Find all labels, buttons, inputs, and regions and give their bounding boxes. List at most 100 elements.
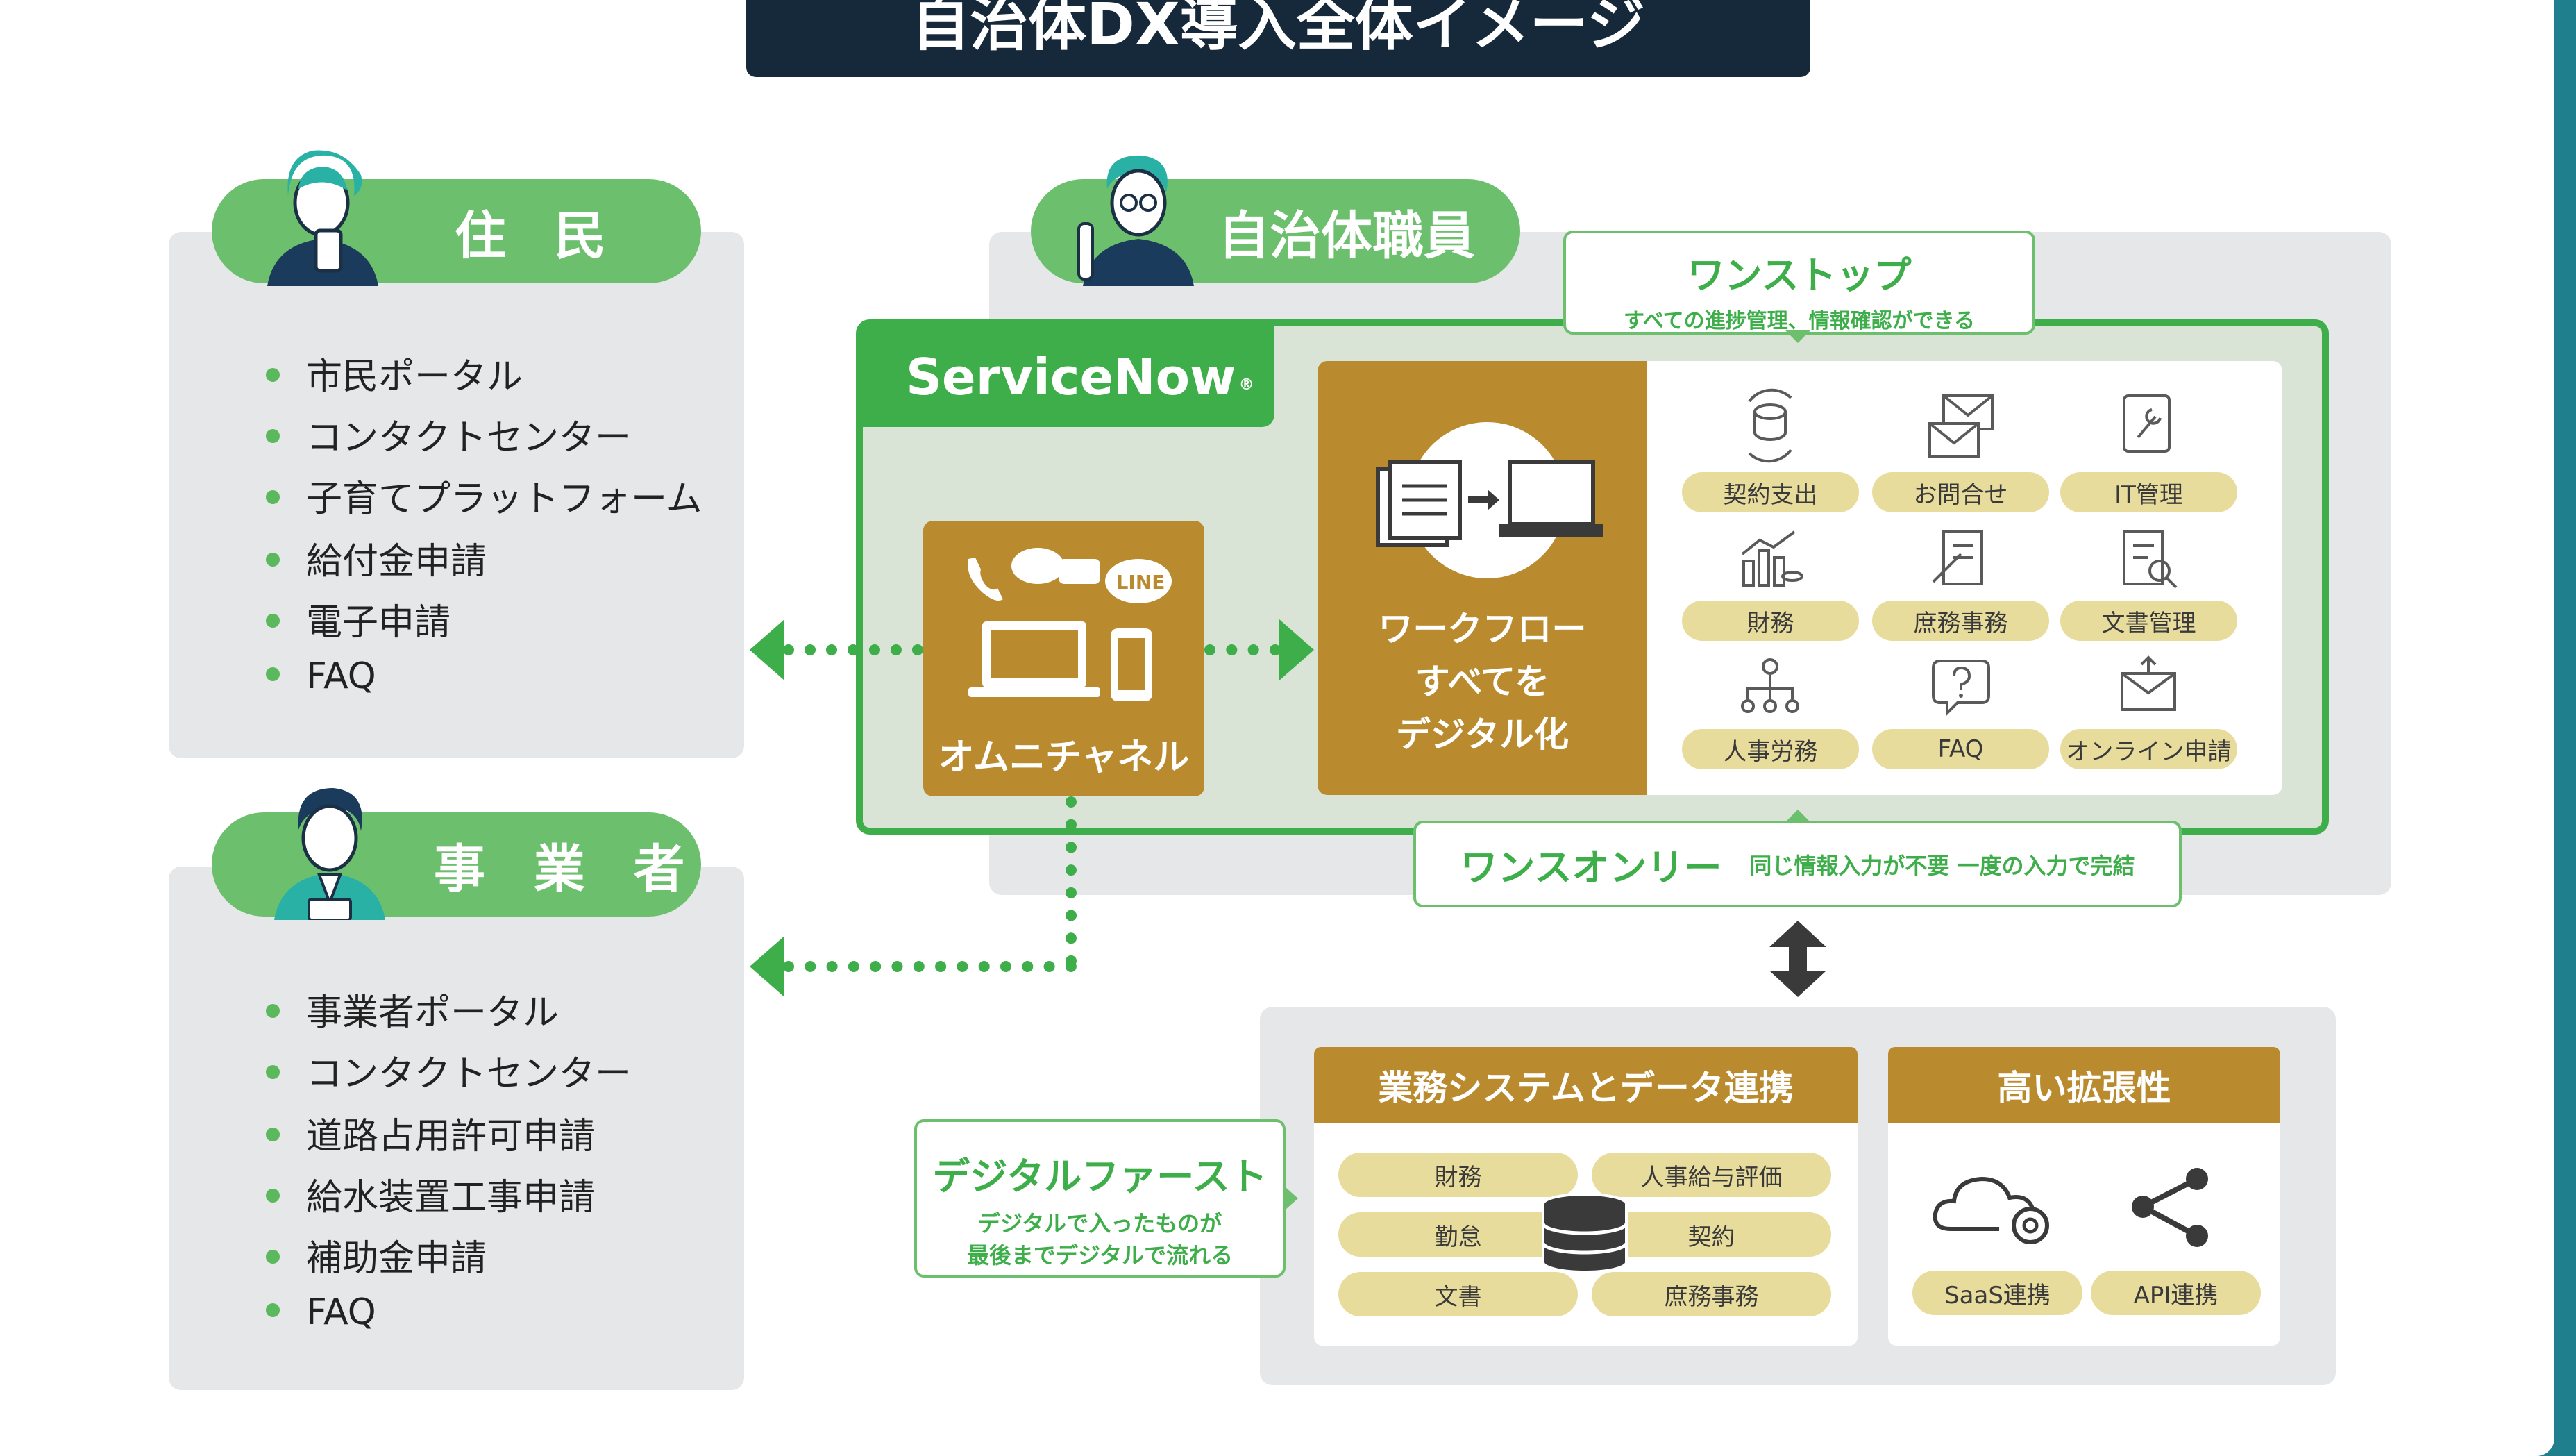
- once-only-subtitle: 同じ情報入力が不要 一度の入力で完結: [1749, 852, 2135, 879]
- list-item[interactable]: FAQ: [266, 1291, 376, 1333]
- servicenow-reg-mark: ®: [1238, 376, 1254, 394]
- integration-tag[interactable]: 人事給与評価: [1592, 1153, 1831, 1197]
- list-item-label: 補助金申請: [306, 1238, 487, 1280]
- share-api-icon: [2132, 1168, 2208, 1247]
- digital-first-callout: デジタルファースト デジタルで入ったものが 最後までデジタルで流れる: [914, 1119, 1286, 1278]
- once-only-title: ワンスオンリー: [1460, 846, 1722, 889]
- list-item-label: 子育てプラットフォーム: [306, 478, 702, 520]
- hr-org-chart-icon: [1741, 658, 1799, 713]
- digital-first-line-2: 最後までデジタルで流れる: [966, 1242, 1234, 1269]
- bullet-icon: [266, 1303, 280, 1317]
- integration-tag[interactable]: 文書: [1338, 1272, 1578, 1316]
- arrow-head-left-icon: [750, 936, 784, 997]
- faq-question-icon: [1932, 660, 1990, 717]
- bullet-icon: [266, 614, 280, 628]
- it-management-icon: [2123, 394, 2171, 453]
- omni-channel-label: オムニチャネル: [938, 737, 1190, 778]
- service-tag[interactable]: 契約支出: [1682, 472, 1859, 512]
- line-badge: LINE: [1116, 571, 1165, 594]
- residents-list: 市民ポータル コンタクトセンター 子育てプラットフォーム 給付金申請 電子申請 …: [266, 347, 717, 708]
- diagram-title: 自治体DX導入全体イメージ: [746, 0, 1810, 77]
- list-item[interactable]: コンタクトセンター: [266, 408, 631, 460]
- service-tag[interactable]: FAQ: [1872, 729, 2049, 769]
- extensibility-tag[interactable]: API連携: [2091, 1271, 2261, 1315]
- workflow-text: ワークフロー すべてを デジタル化: [1318, 603, 1647, 761]
- integration-tag[interactable]: 財務: [1338, 1153, 1578, 1197]
- integration-tag[interactable]: 庶務事務: [1592, 1272, 1831, 1316]
- list-item[interactable]: 子育てプラットフォーム: [266, 469, 702, 521]
- bullet-icon: [266, 1189, 280, 1203]
- integration-tag[interactable]: 勤怠: [1338, 1212, 1578, 1257]
- list-item-label: 市民ポータル: [306, 356, 523, 398]
- once-only-callout-pointer: [1785, 810, 1810, 822]
- general-affairs-icon: [1932, 530, 1983, 585]
- bullet-icon: [266, 667, 280, 681]
- connector-omni-to-workflow: [1204, 644, 1281, 655]
- servicenow-logo: ServiceNow: [906, 347, 1236, 406]
- bullet-icon: [266, 1250, 280, 1264]
- resident-person-icon: [267, 150, 378, 286]
- list-item[interactable]: 給水装置工事申請: [266, 1168, 595, 1220]
- integration-tag[interactable]: 契約: [1592, 1212, 1831, 1257]
- integration-header: 業務システムとデータ連携: [1314, 1047, 1858, 1123]
- bullet-icon: [266, 1004, 280, 1018]
- staff-label: 自治体職員: [1218, 206, 1475, 266]
- arrow-head-right-icon: [1279, 619, 1314, 680]
- digital-first-line-1: デジタルで入ったものが: [977, 1210, 1222, 1237]
- workflow-line-1: ワークフロー: [1378, 609, 1587, 649]
- list-item-label: FAQ: [306, 655, 376, 697]
- digital-first-title: デジタルファースト: [932, 1155, 1268, 1198]
- service-tag[interactable]: 財務: [1682, 601, 1859, 641]
- list-item-label: 給水装置工事申請: [306, 1177, 596, 1219]
- list-item-label: 事業者ポータル: [306, 992, 559, 1034]
- bullet-icon: [266, 553, 280, 567]
- document-management-icon: [2123, 530, 2178, 589]
- list-item[interactable]: 道路占用許可申請: [266, 1107, 595, 1159]
- workflow-line-2: すべてを: [1415, 662, 1550, 702]
- cloud-gear-icon: [1933, 1176, 2049, 1244]
- bullet-icon: [266, 1065, 280, 1079]
- one-stop-subtitle: すべての進捗管理、情報確認ができる: [1623, 309, 1976, 333]
- one-stop-title: ワンストップ: [1687, 253, 1912, 297]
- service-tag[interactable]: IT管理: [2060, 472, 2237, 512]
- service-tag[interactable]: 庶務事務: [1872, 601, 2049, 641]
- sms-badge: SMS: [1033, 583, 1087, 610]
- service-tag[interactable]: オンライン申請: [2060, 729, 2237, 769]
- connector-omni-to-businesses: [783, 961, 1077, 972]
- arrow-head-left-icon: [750, 619, 784, 680]
- list-item[interactable]: 給付金申請: [266, 532, 487, 584]
- staff-person-icon: [1077, 155, 1194, 286]
- extensibility-tag[interactable]: SaaS連携: [1912, 1271, 2082, 1315]
- omni-channel-devices-icon: [968, 548, 1172, 701]
- list-item[interactable]: FAQ: [266, 655, 376, 697]
- digital-first-callout-pointer: [1286, 1187, 1298, 1210]
- servicenow-logo-tab: ServiceNow®: [863, 326, 1274, 427]
- extensibility-header: 高い拡張性: [1888, 1047, 2280, 1123]
- residents-panel: [169, 232, 744, 758]
- residents-label: 住 民: [455, 206, 621, 266]
- list-item[interactable]: 電子申請: [266, 593, 451, 645]
- bullet-icon: [266, 490, 280, 504]
- list-item[interactable]: コンタクトセンター: [266, 1044, 631, 1096]
- database-icon: [1541, 1193, 1628, 1273]
- business-person-icon: [274, 788, 385, 920]
- finance-chart-icon: [1741, 530, 1803, 587]
- one-stop-callout-pointer: [1785, 330, 1810, 343]
- service-tag[interactable]: 人事労務: [1682, 729, 1859, 769]
- list-item[interactable]: 事業者ポータル: [266, 983, 559, 1035]
- list-item-label: コンタクトセンター: [306, 1053, 632, 1095]
- service-tag[interactable]: 文書管理: [2060, 601, 2237, 641]
- list-item-label: 電子申請: [306, 602, 451, 644]
- bidirectional-arrow-icon: [1769, 921, 1826, 997]
- online-application-icon: [2121, 655, 2176, 711]
- once-only-callout: ワンスオンリー 同じ情報入力が不要 一度の入力で完結: [1413, 821, 2182, 907]
- list-item[interactable]: 補助金申請: [266, 1229, 487, 1281]
- list-item-label: コンタクトセンター: [306, 417, 632, 459]
- connector-omni-down: [1066, 796, 1077, 967]
- workflow-documents-to-laptop-icon: [1376, 460, 1603, 547]
- bullet-icon: [266, 429, 280, 443]
- businesses-label: 事 業 者: [434, 839, 700, 899]
- service-tag[interactable]: お問合せ: [1872, 472, 2049, 512]
- contract-payment-icon: [1748, 388, 1792, 463]
- list-item[interactable]: 市民ポータル: [266, 347, 523, 399]
